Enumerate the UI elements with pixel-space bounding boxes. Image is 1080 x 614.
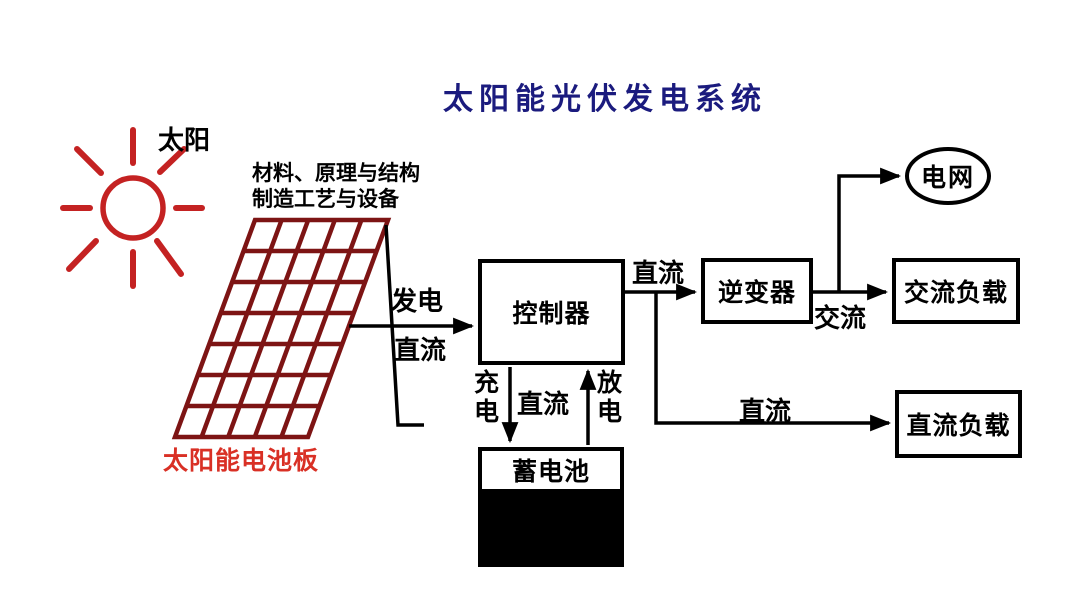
edge-label-generate-dc: 直流 — [394, 335, 447, 365]
arrow-to-grid — [837, 167, 902, 292]
sun-icon — [60, 127, 205, 289]
edge-label-ac: 交流 — [814, 303, 867, 333]
panel-stand-line — [384, 224, 424, 427]
node-grid-label: 电网 — [920, 164, 975, 192]
sun-label: 太阳 — [158, 125, 211, 155]
node-ac-load: 交流负载 — [892, 258, 1020, 324]
node-controller-label: 控制器 — [512, 300, 591, 328]
edge-label-generate: 发电 — [391, 286, 444, 316]
edge-label-discharge: 放电 — [596, 369, 622, 426]
node-grid: 电网 — [905, 147, 991, 205]
node-dc-load-label: 直流负载 — [906, 412, 1011, 440]
solar-panel-label: 太阳能电池板 — [163, 447, 320, 475]
edge-label-dc-branch: 直流 — [739, 396, 792, 426]
solar-panel-icon — [171, 217, 392, 440]
battery-label-strip: 蓄电池 — [482, 451, 620, 489]
edge-label-battery-dc: 直流 — [517, 389, 570, 419]
diagram-title: 太阳能光伏发电系统 — [443, 83, 767, 116]
arrow-dc-branch-to-dc-load — [654, 292, 892, 432]
node-inverter: 逆变器 — [701, 258, 813, 324]
node-controller: 控制器 — [478, 259, 625, 365]
node-battery-label: 蓄电池 — [511, 458, 590, 486]
edge-label-charge: 充电 — [473, 369, 499, 426]
panel-note-line1: 材料、原理与结构 — [252, 162, 420, 185]
node-dc-load: 直流负载 — [895, 390, 1022, 458]
node-ac-load-label: 交流负载 — [903, 279, 1008, 307]
node-inverter-label: 逆变器 — [717, 279, 796, 307]
node-battery: 蓄电池 — [478, 447, 624, 567]
edge-label-dc-to-inverter: 直流 — [632, 258, 685, 288]
panel-note-line2: 制造工艺与设备 — [252, 188, 399, 211]
panel-note: 材料、原理与结构 制造工艺与设备 — [252, 161, 420, 213]
